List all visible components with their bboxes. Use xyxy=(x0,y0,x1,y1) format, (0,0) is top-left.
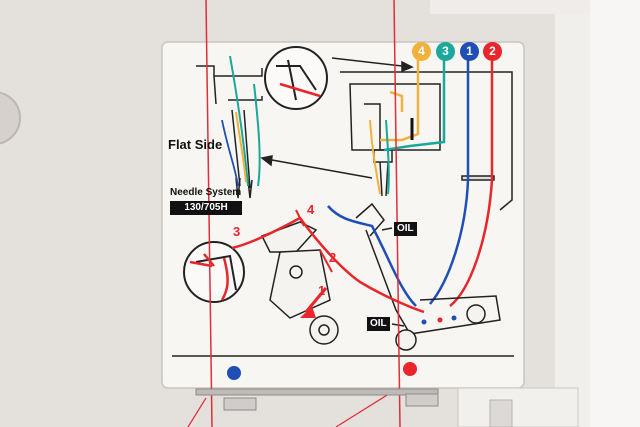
looper-step-1: 1 xyxy=(318,283,326,298)
thread-badge-yellow: 4 xyxy=(412,42,431,61)
thread-guide-rail xyxy=(195,388,439,411)
thread-badge-blue: 1 xyxy=(460,42,479,61)
looper-step-3: 3 xyxy=(233,224,241,239)
thread-badge-teal: 3 xyxy=(436,42,455,61)
looper-step-4: 4 xyxy=(307,202,315,217)
needle-spec-badge: 130/705H xyxy=(170,201,242,215)
blue-marker-dot xyxy=(227,366,241,380)
red-marker-dot xyxy=(403,362,417,376)
magnifier-looper xyxy=(183,241,245,303)
needle-detail-illustration xyxy=(196,65,263,199)
threading-chart-panel xyxy=(161,41,525,389)
oil-label-lower: OIL xyxy=(367,317,390,331)
looper-step-2: 2 xyxy=(329,250,337,265)
flat-side-label: Flat Side xyxy=(168,137,223,152)
thread-badge-red: 2 xyxy=(483,42,502,61)
arrows xyxy=(260,57,414,179)
oil-label-upper: OIL xyxy=(394,222,417,236)
needle-bar-illustration xyxy=(340,71,513,211)
magnifier-needle-threading xyxy=(264,46,328,110)
machine-knob xyxy=(0,91,21,145)
real-thread-right xyxy=(393,0,401,427)
needle-system-label: Needle System xyxy=(170,187,242,198)
